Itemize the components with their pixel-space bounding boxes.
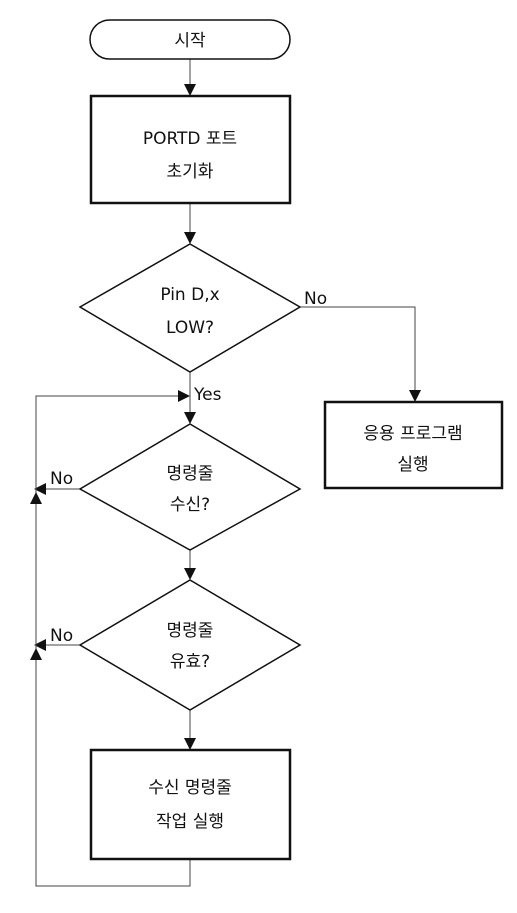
cmd-valid-label-line1: 명령줄 [167,621,214,641]
cmd-received-no-label: No [50,469,73,489]
connector-cmd-received-to-cmd-valid [184,550,196,580]
app-process-node: 응용 프로그램 실행 [323,400,504,490]
pin-check-label-line1: Pin D,x [160,285,219,305]
connector-valid-no-loop [34,639,80,651]
connector-start-to-init [184,59,196,96]
start-node: 시작 [89,19,291,60]
pin-check-yes-label: Yes [193,385,222,405]
exec-process-node: 수신 명령줄 작업 실행 [89,748,292,861]
cmd-valid-no-label: No [50,626,73,646]
connector-pin-check-yes-to-cmd-received [184,372,196,424]
connector-received-no-loop [34,483,80,495]
app-label-line2: 실행 [397,455,428,475]
cmd-valid-label-line2: 유효? [170,652,210,672]
pin-check-no-label: No [304,289,327,309]
connector-pin-check-no-to-app [300,306,421,402]
init-label-line2: 초기화 [167,162,214,182]
exec-label-line1: 수신 명령줄 [148,778,232,798]
cmd-valid-decision-node: 명령줄 유효? [78,579,302,711]
cmd-received-decision-node: 명령줄 수신? [78,423,302,551]
exec-label-line2: 작업 실행 [156,812,224,832]
start-label: 시작 [174,31,206,51]
connector-received-loop-up [30,492,42,504]
connector-init-to-pin-check [184,203,196,244]
init-label-line1: PORTD 포트 [143,129,237,149]
connector-cmd-valid-to-exec [184,710,196,750]
connector-valid-loop-up [30,648,42,886]
cmd-received-label-line1: 명령줄 [167,464,214,484]
pin-check-decision-node: Pin D,x LOW? [78,243,302,373]
app-label-line1: 응용 프로그램 [363,424,462,444]
init-process-node: PORTD 포트 초기화 [89,94,292,205]
pin-check-label-line2: LOW? [166,318,214,338]
cmd-received-label-line2: 수신? [170,495,210,515]
